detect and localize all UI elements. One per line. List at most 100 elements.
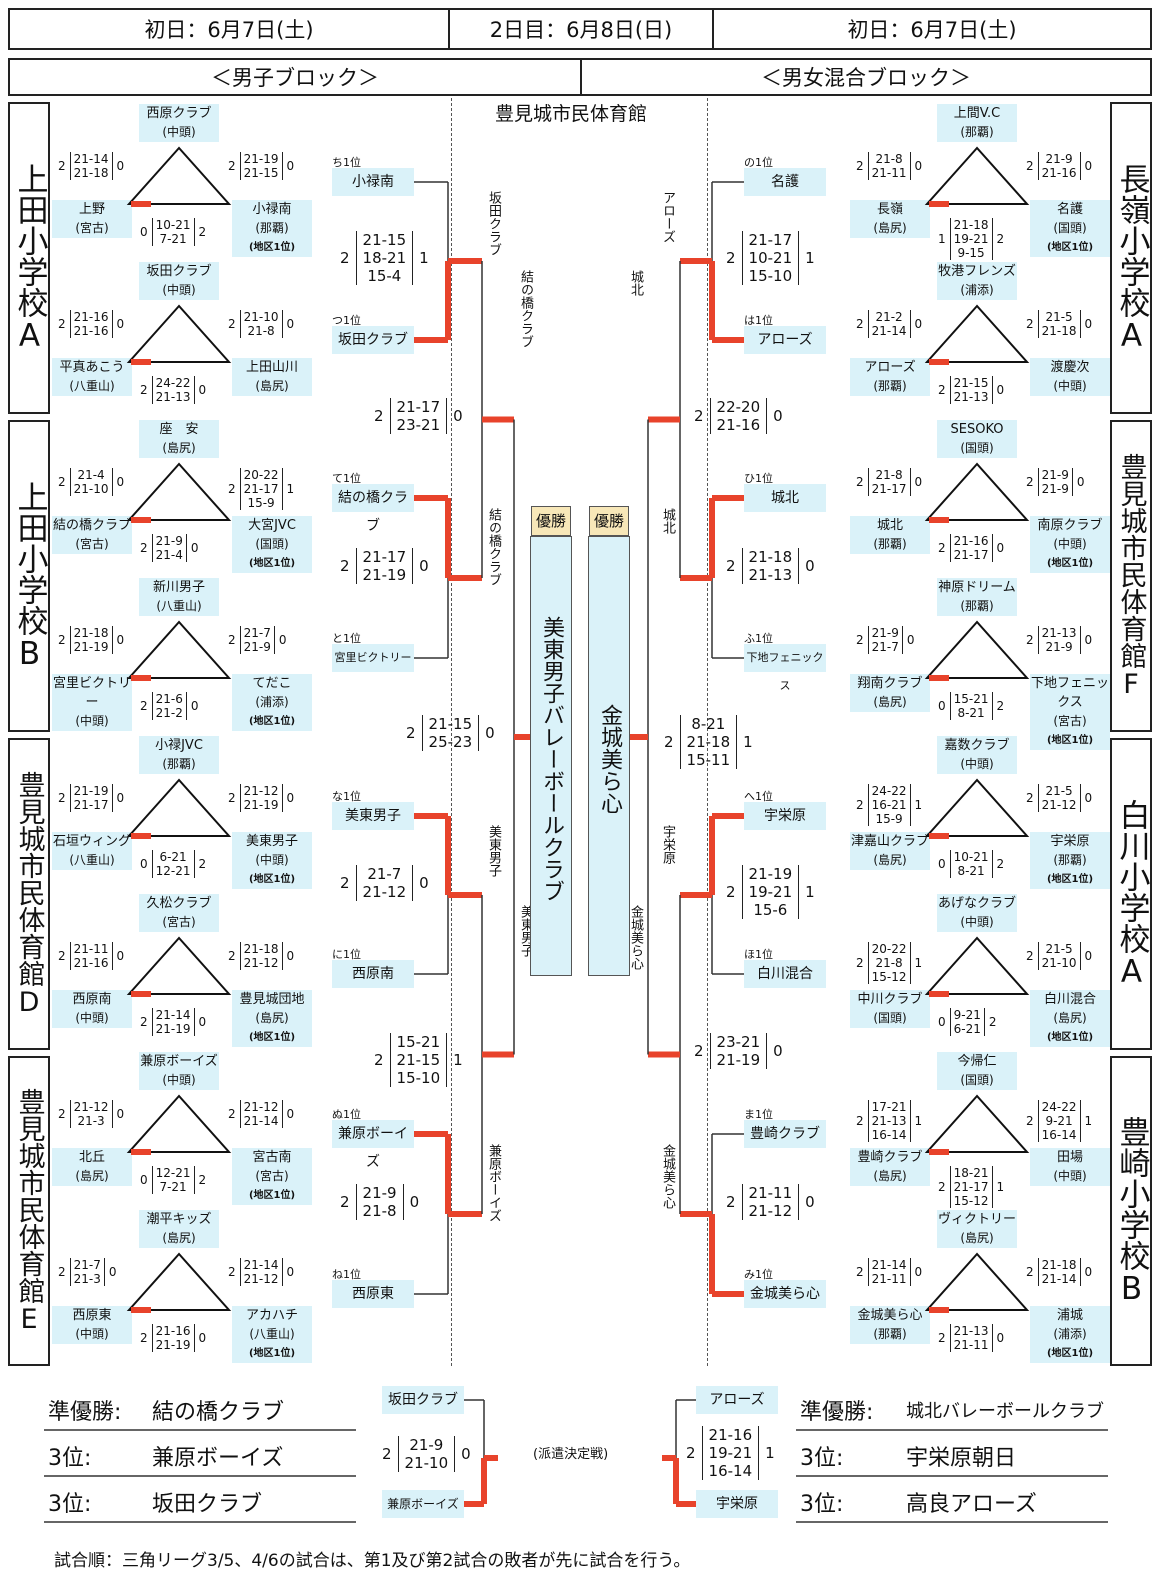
mixed-group-3-top-team-name: 神原ドリーム bbox=[938, 580, 1016, 595]
mixed-group-2-mark bbox=[929, 517, 949, 523]
playoff-right-score-lost: 1 bbox=[765, 1444, 775, 1462]
boys-group-5-top-team-area: (宮古) bbox=[162, 915, 196, 929]
mixed-r2-score-0-lost: 0 bbox=[773, 406, 783, 425]
mixed-seed-0: の1位 bbox=[744, 156, 773, 169]
boys-group-3-score-left-lost: 0 bbox=[116, 633, 125, 647]
boys-group-2-left-team-area: (宮古) bbox=[75, 537, 109, 551]
boys-group-1-score-right-set: 21-8 bbox=[247, 324, 275, 338]
mixed-seed-7: み1位 bbox=[744, 1268, 773, 1281]
mixed-group-2-right-team-name: 南原クラブ bbox=[1037, 518, 1103, 533]
mixed-group-2-right-team-rank: (地区1位) bbox=[1046, 558, 1094, 569]
mixed-group-7-mark bbox=[929, 1307, 949, 1313]
mixed-seed-6: ま1位 bbox=[744, 1108, 773, 1121]
boys-group-2-score-bottom-set: 21-4 bbox=[155, 548, 183, 562]
playoff-label: (派遣決定戦) bbox=[533, 1447, 609, 1462]
mixed-group-4-left-team-area: (島尻) bbox=[873, 853, 907, 867]
boys-standing-1: 3位:兼原ボーイズ bbox=[48, 1440, 283, 1472]
mixed-r1-score-0-set: 21-17 bbox=[748, 231, 793, 249]
boys-group-0-score-left-set: 21-14 bbox=[73, 152, 109, 166]
mixed-group-0-score-left-set: 21-8 bbox=[875, 152, 903, 166]
mixed-group-0-score-right-set: 21-16 bbox=[1041, 166, 1077, 180]
boys-group-0-right-team-area: (那覇) bbox=[255, 221, 289, 235]
mixed-group-7-left-team-name: 金城美ら心 bbox=[857, 1308, 923, 1323]
mixed-r1-score-0-lost: 1 bbox=[805, 249, 815, 267]
boys-group-0-score-left-set: 21-18 bbox=[73, 166, 109, 180]
boys-group-6-top-team-name: 兼原ボーイズ bbox=[140, 1054, 218, 1069]
boys-group-0-score-right-won: 2 bbox=[228, 159, 236, 173]
mixed-group-1-top-team: 牧港フレンズ(浦添) bbox=[937, 262, 1017, 300]
boys-group-7-score-left-set: 21-3 bbox=[73, 1272, 101, 1286]
mixed-group-2-score-left-set: 21-8 bbox=[875, 468, 903, 482]
mixed-final-score-set: 21-18 bbox=[686, 733, 731, 751]
mixed-group-0-left-team-area: (島尻) bbox=[873, 221, 907, 235]
boys-group-3-right-team-area: (浦添) bbox=[255, 695, 289, 709]
boys-group-2-top-team-name: 座 安 bbox=[159, 422, 199, 437]
mixed-group-2-triangle bbox=[924, 462, 1030, 521]
mixed-group-7-top-team-area: (島尻) bbox=[960, 1231, 994, 1245]
boys-group-4-top-team-area: (那覇) bbox=[162, 757, 196, 771]
boys-group-3-score-bottom-set: 21-2 bbox=[155, 706, 183, 720]
boys-r2-score-0-lost: 0 bbox=[453, 406, 463, 425]
mixed-group-7-right-team-rank: (地区1位) bbox=[1046, 1348, 1094, 1359]
mixed-group-1-score-left-set: 21-2 bbox=[875, 310, 903, 324]
mixed-group-6-left-team-area: (島尻) bbox=[873, 1169, 907, 1183]
boys-group-7-top-team-area: (島尻) bbox=[162, 1231, 196, 1245]
mixed-bracket-team-0: 名護 bbox=[744, 168, 826, 196]
boys-group-1-top-team-area: (中頭) bbox=[162, 283, 196, 297]
boys-group-0-score-bottom-set: 7-21 bbox=[159, 232, 187, 246]
mixed-group-2-score-right-lost: 0 bbox=[1076, 475, 1085, 489]
boys-group-2-triangle bbox=[126, 462, 232, 521]
boys-group-1-mark bbox=[131, 359, 151, 365]
boys-group-3-top-team-name: 新川男子 bbox=[152, 580, 205, 595]
mixed-r2-winner-1: 金城美ら心 bbox=[628, 904, 643, 970]
boys-group-5-score-bottom-won: 2 bbox=[140, 1015, 148, 1029]
boys-group-7-mark bbox=[131, 1307, 151, 1313]
boys-group-0-right-team-rank: (地区1位) bbox=[248, 242, 296, 253]
boys-group-5-right-team: 豊見城団地(島尻)(地区1位) bbox=[232, 990, 312, 1047]
mixed-group-3-mark bbox=[929, 675, 949, 681]
mixed-group-1-left-team-area: (那覇) bbox=[873, 379, 907, 393]
boys-group-6-score-bottom-set: 7-21 bbox=[159, 1180, 187, 1194]
boys-group-4-left-team-area: (八重山) bbox=[69, 853, 115, 867]
boys-seed-1: つ1位 bbox=[332, 314, 361, 327]
mixed-group-5-top-team-name: あげなクラブ bbox=[937, 896, 1016, 911]
boys-group-1-right-team-area: (島尻) bbox=[255, 379, 289, 393]
boys-group-0-right-team-name: 小禄南 bbox=[252, 202, 292, 217]
boys-group-3-score-left-won: 2 bbox=[58, 633, 66, 647]
mixed-group-7-score-left-won: 2 bbox=[856, 1265, 864, 1279]
footnote: 試合順：三角リーグ3/5、4/6の試合は、第1及び第2試合の敗者が先に試合を行う… bbox=[54, 1551, 691, 1571]
mixed-group-5-right-team: 白川混合(島尻)(地区1位) bbox=[1030, 990, 1110, 1047]
boys-r2-score-0-set: 21-17 bbox=[396, 397, 441, 416]
boys-group-4-score-left-set: 21-17 bbox=[73, 798, 109, 812]
mixed-final-score-won: 2 bbox=[664, 733, 674, 751]
boys-group-2-top-team: 座 安(島尻) bbox=[139, 420, 219, 458]
mixed-group-7-score-bottom-set: 21-13 bbox=[953, 1324, 989, 1338]
mixed-group-4-left-team-name: 津嘉山クラブ bbox=[850, 834, 929, 849]
boys-group-5-right-team-name: 豊見城団地 bbox=[239, 992, 305, 1007]
mixed-group-2-left-team: 城北(那覇) bbox=[850, 516, 930, 554]
boys-group-1-score-bottom-lost: 0 bbox=[198, 383, 207, 397]
boys-r1-score-1-won: 2 bbox=[340, 557, 350, 575]
boys-group-1-right-team: 上田山川(島尻) bbox=[232, 358, 312, 396]
mixed-r1-score-1-set: 21-18 bbox=[748, 548, 793, 566]
mixed-final-score-set: 8-21 bbox=[691, 715, 726, 733]
mixed-group-1-left-team-name: アローズ bbox=[864, 360, 916, 375]
